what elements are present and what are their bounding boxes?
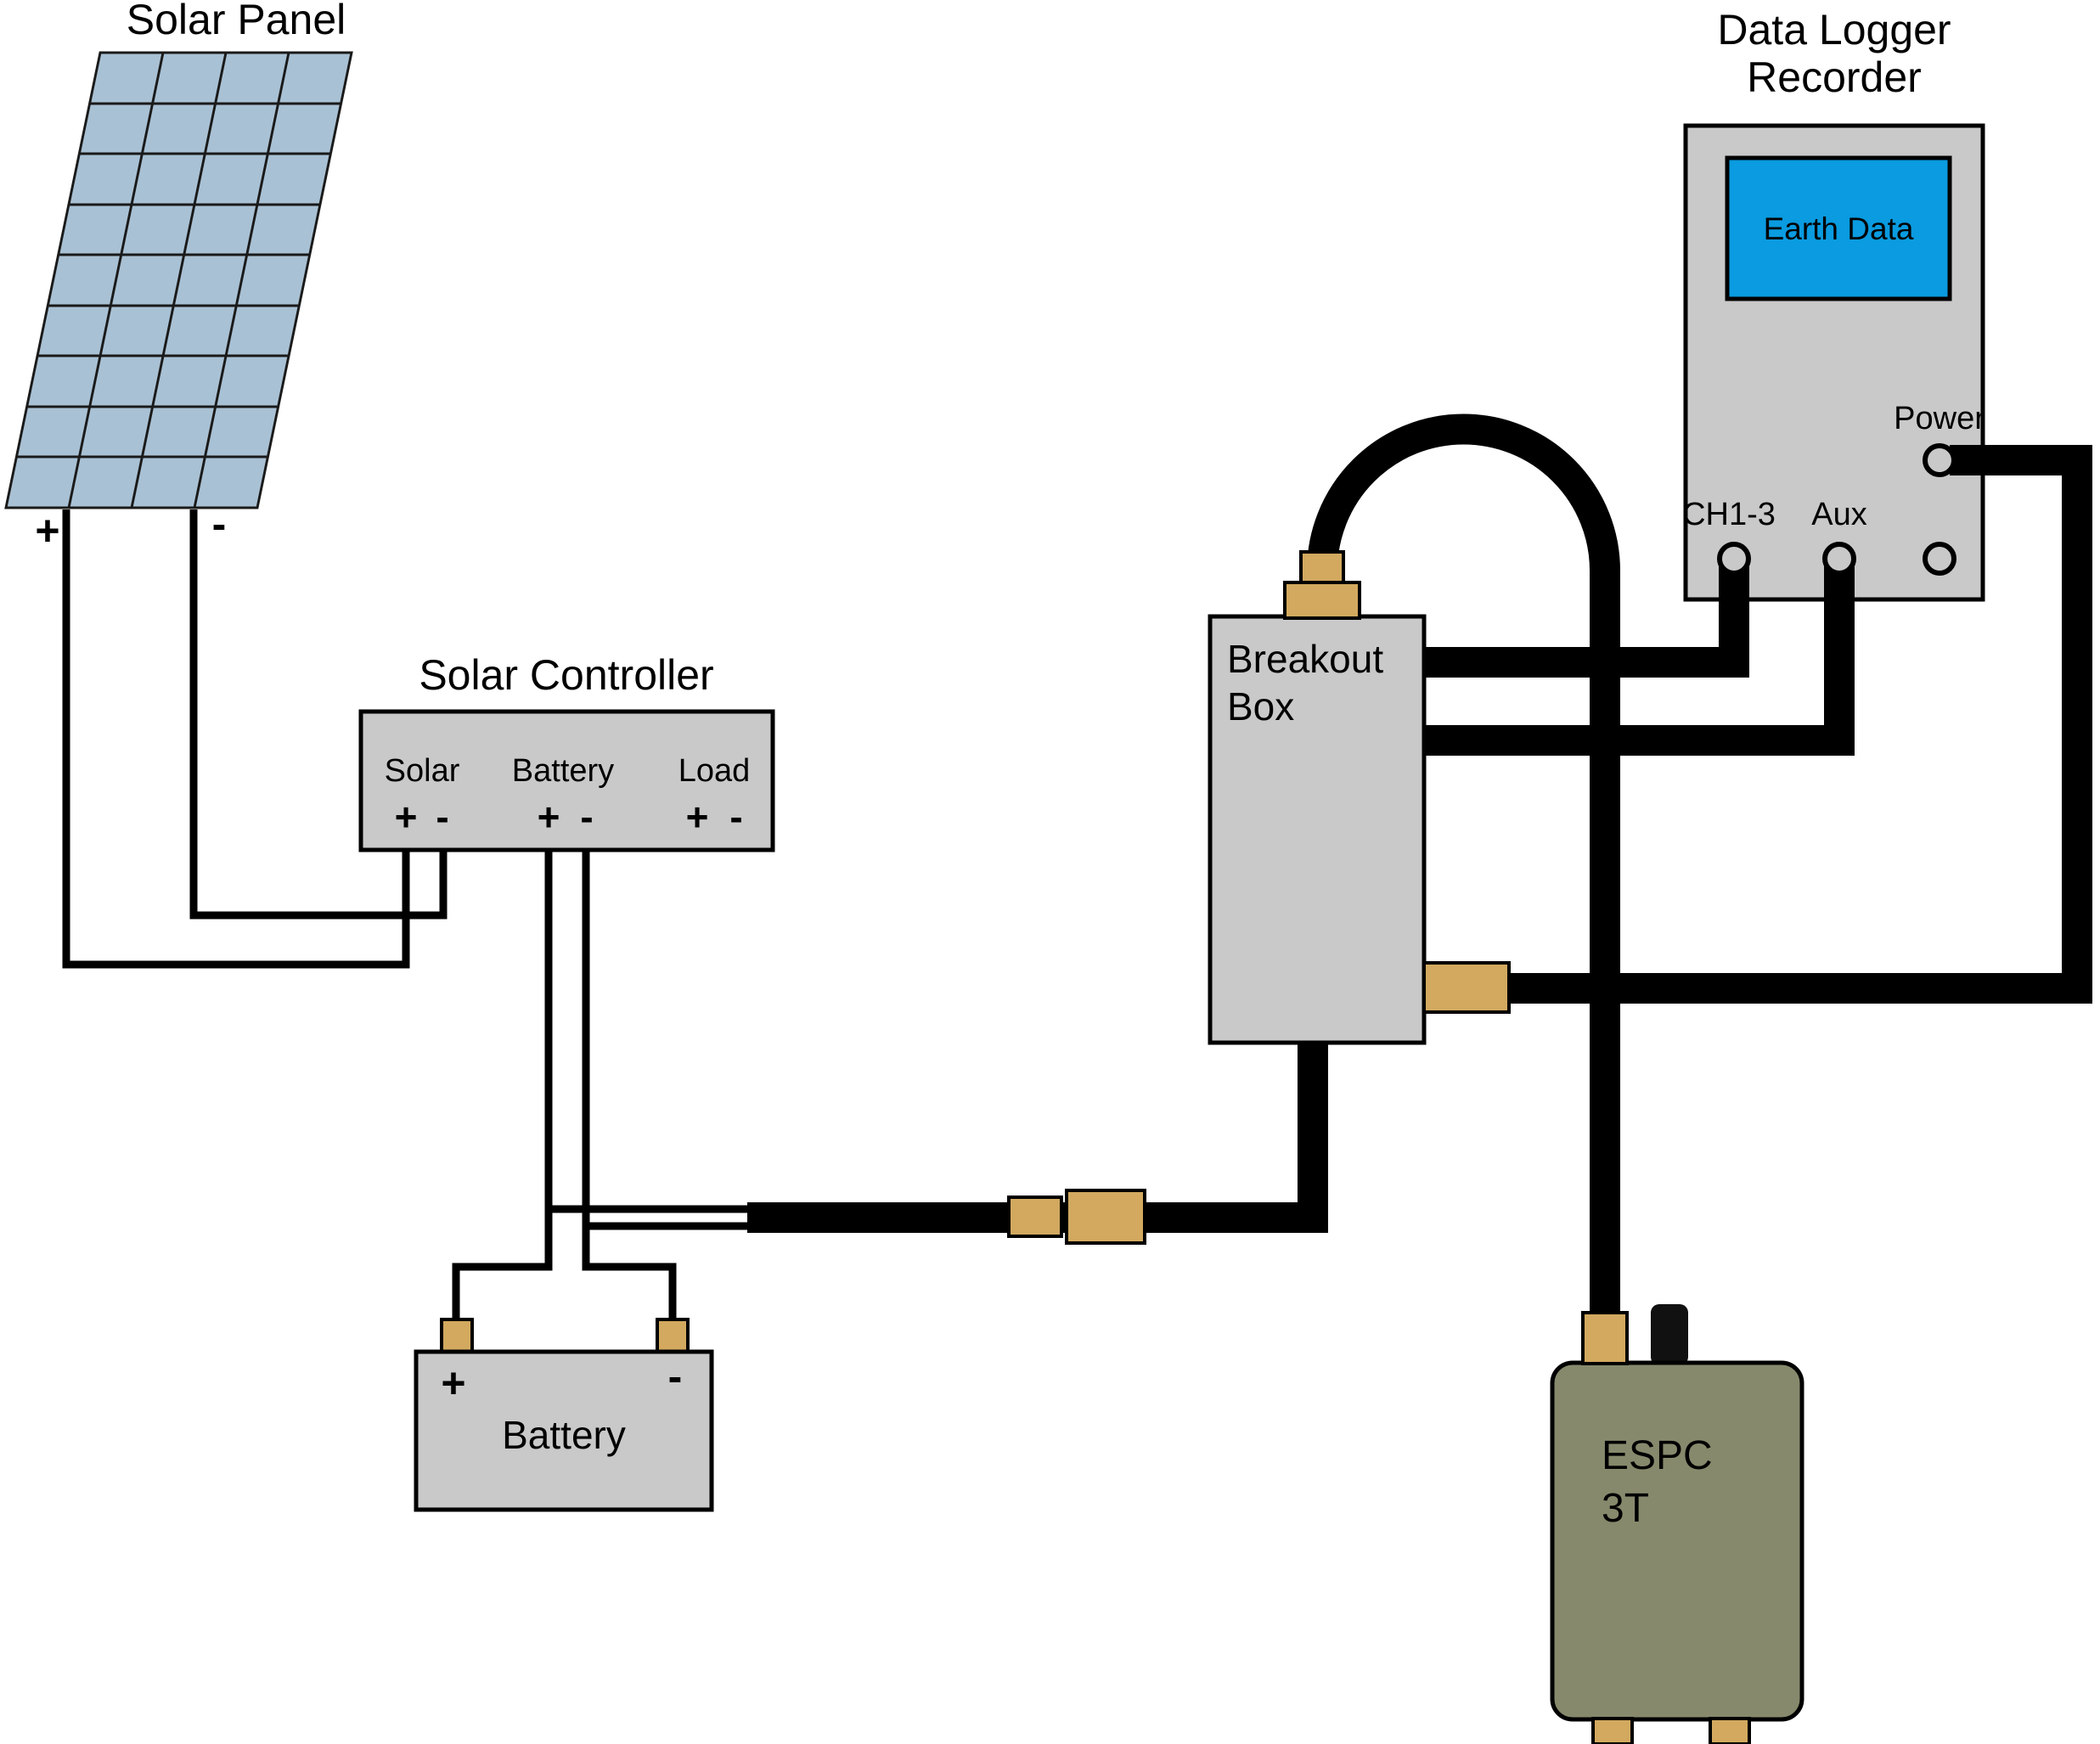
battery-minus-label: - xyxy=(668,1353,683,1400)
ch1-3-port xyxy=(1717,542,1751,576)
controller-battery-minus: - xyxy=(580,795,593,839)
cable-power xyxy=(1507,445,2092,1004)
solar-panel-label: Solar Panel xyxy=(127,0,346,43)
controller-solar-plus: + xyxy=(395,795,418,839)
cable-connectors xyxy=(1007,550,1629,1365)
power-label: Power xyxy=(1894,401,1985,436)
wire-panel-plus-to-controller xyxy=(62,509,410,969)
battery-terminal-plus xyxy=(440,1318,474,1353)
espc-bottom-connector-right xyxy=(1709,1717,1751,1744)
wire-controller-to-battery-minus xyxy=(582,851,677,1325)
solar-panel-minus-label: - xyxy=(212,500,227,548)
data-logger-ports xyxy=(1717,443,1956,576)
battery-terminal-minus xyxy=(656,1318,690,1353)
inline-connector-right xyxy=(1065,1189,1146,1245)
data-logger-label-line2: Recorder xyxy=(1747,53,1922,101)
breakout-box: Breakout Box xyxy=(1208,614,1427,1045)
battery-plus-label: + xyxy=(441,1359,465,1407)
espc-top-black-connector xyxy=(1651,1304,1688,1365)
espc-bottom-connector-left xyxy=(1591,1717,1634,1744)
spare-port xyxy=(1923,542,1956,576)
espc-label-line1: ESPC xyxy=(1602,1433,1713,1478)
battery-terminals xyxy=(440,1318,690,1353)
power-port xyxy=(1923,443,1956,477)
solar-panel: Solar Panel + - xyxy=(4,0,353,554)
thick-cables xyxy=(747,413,2092,1321)
breakout-box-body xyxy=(1208,614,1427,1045)
battery: + - Battery xyxy=(414,1318,714,1512)
controller-section-solar: Solar xyxy=(385,753,460,789)
solar-panel-grid xyxy=(4,51,353,509)
espc-body xyxy=(1550,1360,1804,1722)
breakout-top-connector-small xyxy=(1299,550,1345,584)
breakout-side-connector xyxy=(1422,961,1511,1014)
solar-controller: Solar Controller Solar Battery Load + - … xyxy=(358,651,775,852)
controller-load-minus: - xyxy=(729,795,742,839)
controller-battery-plus: + xyxy=(538,795,560,839)
thin-wires xyxy=(62,509,751,1325)
controller-section-battery: Battery xyxy=(512,753,614,789)
cable-ch1-3 xyxy=(1422,559,1749,678)
espc-label-line2: 3T xyxy=(1602,1486,1649,1531)
battery-body xyxy=(414,1349,714,1512)
breakout-box-label-line2: Box xyxy=(1227,684,1294,729)
breakout-top-connector-large xyxy=(1283,581,1361,620)
aux-port xyxy=(1822,542,1856,576)
data-logger-label-line1: Data Logger xyxy=(1717,6,1951,53)
ch1-3-label: CH1-3 xyxy=(1682,497,1776,532)
solar-controller-label: Solar Controller xyxy=(419,651,713,699)
solar-panel-plus-label: + xyxy=(35,507,59,554)
cable-aux xyxy=(1422,559,1855,756)
solar-controller-body xyxy=(358,709,775,852)
wire-panel-minus-to-controller xyxy=(189,509,448,920)
data-logger-screen-text: Earth Data xyxy=(1764,211,1914,246)
controller-solar-minus: - xyxy=(436,795,448,839)
cable-breakout-to-load xyxy=(747,1044,1328,1233)
controller-section-load: Load xyxy=(678,753,751,789)
wire-controller-to-battery-plus xyxy=(452,851,553,1325)
espc-top-connector xyxy=(1581,1311,1629,1365)
cable-breakout-arc xyxy=(1307,413,1620,571)
espc-bottom-connectors xyxy=(1591,1717,1751,1744)
espc-3t: ESPC 3T xyxy=(1550,1304,1804,1744)
aux-label: Aux xyxy=(1811,497,1866,532)
data-logger-screen xyxy=(1725,155,1952,301)
battery-label: Battery xyxy=(502,1413,626,1457)
breakout-box-label-line1: Breakout xyxy=(1227,637,1383,681)
inline-connector-left xyxy=(1007,1195,1063,1238)
data-logger: Data Logger Recorder Earth Data Power CH… xyxy=(1682,6,1985,602)
controller-load-plus: + xyxy=(686,795,709,839)
